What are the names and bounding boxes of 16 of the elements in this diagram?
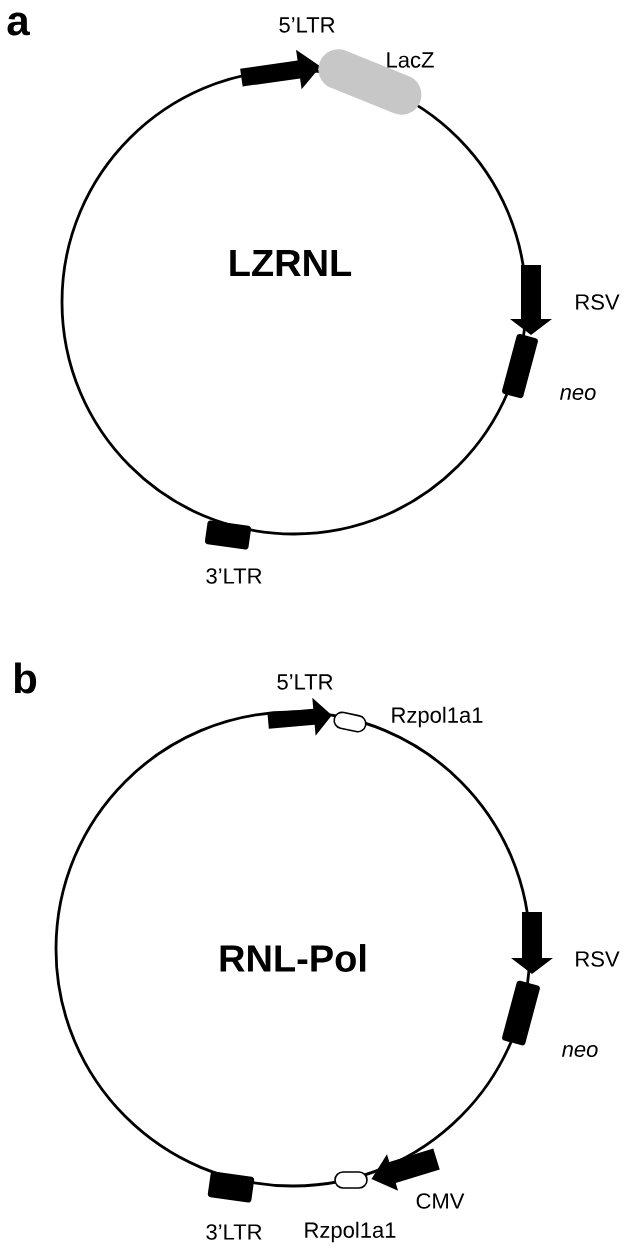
feature-label: LacZ xyxy=(387,52,434,68)
feature-label: 5’LTR xyxy=(277,674,333,690)
feature-label: RSV xyxy=(576,294,620,310)
feature-label: Rzpol1a1 xyxy=(392,706,483,728)
feature-label: Rzpol1a1 xyxy=(305,1221,396,1243)
panel-letter: a xyxy=(7,12,30,36)
plasmid-name: LZRNL xyxy=(230,249,352,277)
feature-label: 3’LTR xyxy=(206,1224,262,1240)
feature-label: CMV xyxy=(416,1193,465,1209)
plasmid-name: RNL-Pol xyxy=(220,944,366,972)
feature-label: neo xyxy=(562,1045,598,1058)
feature-label: 5’LTR xyxy=(279,17,335,33)
feature-label: neo xyxy=(560,388,596,401)
panel-letter: b xyxy=(14,662,37,694)
feature-label: RSV xyxy=(576,951,620,967)
feature-label: 3’LTR xyxy=(206,568,262,584)
